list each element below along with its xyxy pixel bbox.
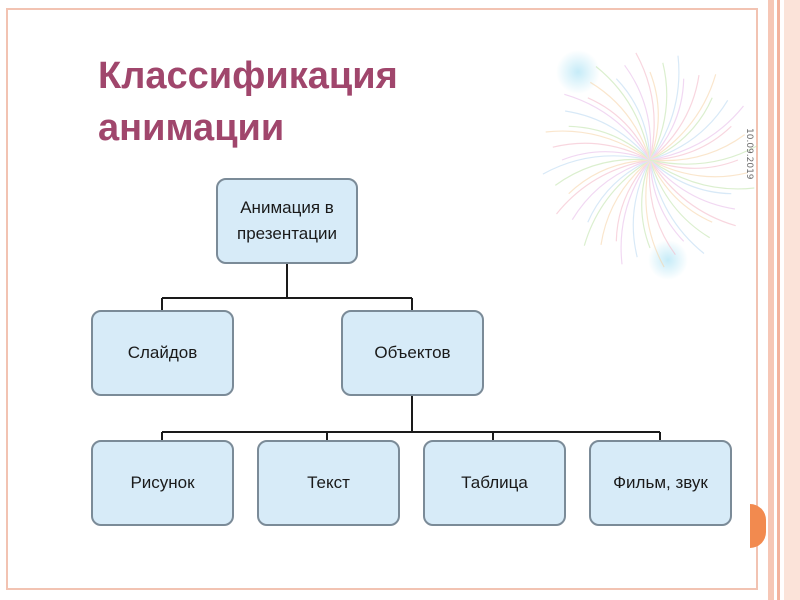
title-line-2: анимации (98, 107, 285, 149)
firework-ray (649, 159, 736, 227)
node-table-label: Таблица (461, 473, 528, 492)
firework-ray (564, 93, 651, 161)
firework-ray (568, 125, 651, 161)
node-picture-label: Рисунок (130, 473, 195, 492)
firework-ray (565, 110, 651, 161)
firework-ray (620, 159, 651, 265)
firework-ray (649, 159, 755, 190)
node-movie-sound: Фильм, звук (589, 440, 732, 526)
node-objects-label: Объектов (374, 343, 451, 362)
firework-ray (649, 145, 758, 165)
firework-decoration (542, 50, 758, 280)
firework-ray (649, 125, 732, 161)
title-line-1: Классификация (98, 55, 398, 97)
firework-ray (649, 78, 685, 161)
firework-ray (554, 158, 651, 186)
node-objects: Объектов (341, 310, 484, 396)
firework-ray (649, 159, 735, 210)
firework-ray (649, 159, 748, 178)
firework-ray (648, 159, 676, 256)
firework-ray (649, 71, 659, 161)
firework-ray (583, 159, 651, 246)
firework-ray (649, 159, 732, 195)
node-table: Таблица (423, 440, 566, 526)
node-text-label: Текст (307, 473, 350, 492)
firework-ray (624, 64, 652, 161)
decorative-stripe (768, 0, 774, 600)
firework-ray (649, 97, 713, 161)
firework-ray (571, 159, 651, 221)
firework-ray (600, 159, 651, 245)
firework-ray (615, 78, 651, 161)
firework-ray (649, 99, 729, 161)
side-tab-decoration (750, 504, 766, 548)
firework-ray (641, 159, 651, 249)
firework-ray (645, 159, 665, 268)
node-picture: Рисунок (91, 440, 234, 526)
firework-ray (649, 159, 685, 242)
firework-ray (649, 159, 739, 169)
firework-ray (649, 134, 746, 162)
node-movie-sound-label: Фильм, звук (613, 473, 708, 492)
decorative-stripe (784, 0, 800, 600)
firework-ray (635, 52, 655, 161)
node-root: Анимация в презентации (216, 178, 358, 264)
firework-ray (615, 159, 651, 242)
slide-frame (6, 8, 758, 590)
connector-root (161, 264, 413, 310)
slide-title: Классификация анимации (98, 50, 518, 154)
firework-ray (649, 55, 680, 161)
node-root-label: Анимация в презентации (237, 198, 337, 243)
firework-ray (632, 159, 651, 258)
firework-ray (542, 155, 651, 175)
firework-ray (649, 159, 705, 254)
decorative-stripe (777, 0, 780, 600)
firework-ray (649, 159, 713, 223)
firework-ray (568, 159, 651, 195)
date-mark: 10.09.2019 (744, 128, 754, 180)
firework-ray (556, 159, 651, 215)
node-slides: Слайдов (91, 310, 234, 396)
node-text: Текст (257, 440, 400, 526)
connector-objects (161, 396, 661, 440)
firework-ray (649, 105, 744, 161)
firework-ray (561, 151, 651, 161)
firework-ray (649, 159, 711, 239)
firework-ray (649, 75, 700, 161)
node-slides-label: Слайдов (127, 343, 198, 362)
firework-ray (587, 97, 651, 161)
firework-ray (587, 159, 651, 223)
firework-ray (589, 81, 651, 161)
firework-ray (649, 74, 717, 161)
firework-ray (545, 130, 651, 161)
firework-ray (595, 66, 651, 161)
firework-ray (649, 62, 668, 161)
firework-ray (552, 142, 651, 161)
